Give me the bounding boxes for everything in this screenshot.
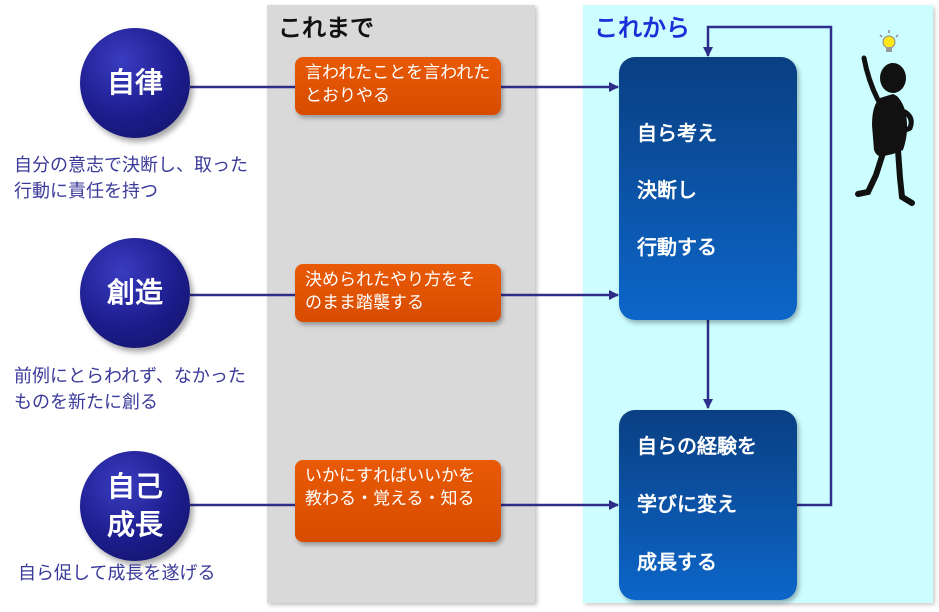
circle-label-line1: 自己 (106, 470, 163, 503)
description-self-growth: 自ら促して成長を遂げる (18, 563, 216, 584)
after-box-line: 自らの経験を (637, 434, 757, 458)
after-box-line: 行動する (637, 235, 717, 259)
arrow-feedback-loop (703, 25, 833, 507)
light-bulb-icon (879, 30, 899, 52)
circle-self-growth: 自己 成長 (80, 451, 190, 561)
circle-autonomy: 自律 (80, 28, 190, 138)
description-creation: 前例にとらわれず、なかったものを新たに創る (14, 366, 246, 413)
after-box-line: 自ら考え (637, 121, 717, 145)
after-panel-title: これから (594, 14, 690, 42)
after-box-grow: 自らの経験を 学びに変え 成長する (619, 410, 797, 600)
after-box-line: 決断し (637, 178, 697, 202)
after-box-line: 学びに変え (637, 492, 737, 516)
circle-creation: 創造 (80, 238, 190, 348)
before-box-self-growth: いかにすればいいかを教わる・覚える・知る (295, 460, 501, 542)
after-box-act: 自ら考え 決断し 行動する (619, 57, 797, 320)
description-autonomy: 自分の意志で決断し、取った行動に責任を持つ (14, 155, 248, 202)
circle-label: 創造 (106, 276, 163, 309)
circle-label-line2: 成長 (106, 508, 163, 541)
before-box-creation: 決められたやり方をそのまま踏襲する (295, 264, 501, 322)
circle-label: 自律 (106, 66, 163, 99)
after-box-line: 成長する (637, 550, 717, 574)
before-panel-title: これまで (278, 14, 374, 42)
thinking-person-icon (855, 55, 915, 206)
before-box-autonomy: 言われたことを言われたとおりやる (295, 57, 501, 115)
